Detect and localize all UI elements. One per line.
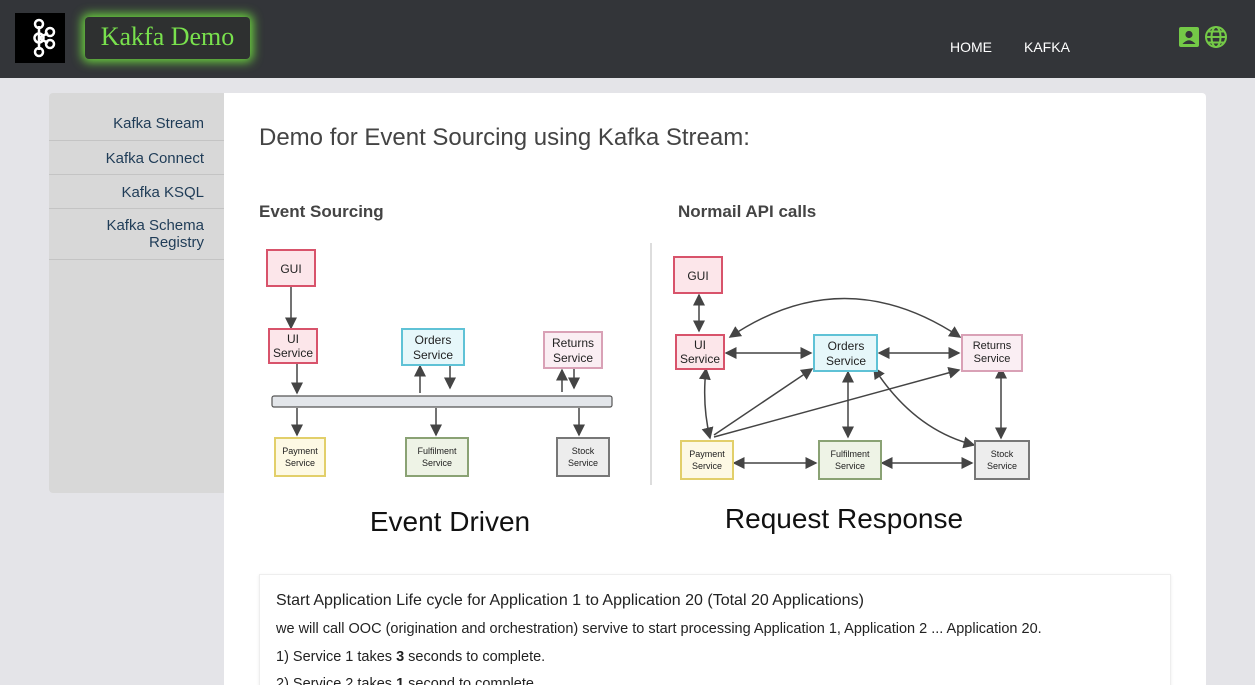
brand-title: Kakfa Demo (100, 22, 235, 51)
info-panel: Start Application Life cycle for Applica… (259, 574, 1171, 685)
diagram-caption-event-driven: Event Driven (370, 506, 530, 537)
sidebar: Kafka Stream Kafka Connect Kafka KSQL Ka… (49, 93, 224, 493)
event-driven-diagram: GUI UI Service Orders Service Returns Se… (266, 249, 613, 537)
diagram-label: Service (987, 461, 1017, 471)
info-heading: Start Application Life cycle for Applica… (276, 592, 864, 609)
diagram-label: Fulfilment (830, 449, 870, 459)
top-navbar: Kakfa Demo HOME KAFKA (0, 0, 1255, 78)
diagram-caption-request-response: Request Response (725, 503, 963, 534)
request-response-diagram: GUI UI Service Orders Service Returns Se… (673, 256, 1030, 534)
section-title-normal-api: Normail API calls (678, 202, 817, 221)
diagram-label: UI (287, 332, 299, 346)
diagram-label: Service (422, 458, 452, 468)
kafka-logo-icon[interactable] (15, 13, 65, 63)
diagram-label: GUI (280, 262, 301, 276)
diagram-label: Payment (689, 449, 725, 459)
diagram-label: Returns (552, 336, 594, 350)
diagram-label: Service (974, 353, 1011, 365)
sidebar-item-kafka-stream[interactable]: Kafka Stream (49, 93, 224, 141)
main-content: Demo for Event Sourcing using Kafka Stre… (224, 93, 1206, 685)
diagram-label: Orders (415, 333, 452, 347)
nav-home-link[interactable]: HOME (950, 39, 992, 55)
diagram-label: Service (273, 346, 313, 360)
diagram-label: Service (285, 458, 315, 468)
diagram-label: GUI (687, 269, 708, 283)
diagram-label: Service (835, 461, 865, 471)
nav-kafka-link[interactable]: KAFKA (1024, 39, 1070, 55)
sidebar-item-kafka-connect[interactable]: Kafka Connect (49, 141, 224, 175)
info-line: 2) Service 2 takes 1 second to complete. (276, 676, 538, 685)
architecture-diagram: GUI UI Service Orders Service Returns Se… (266, 243, 1030, 537)
diagram-label: Stock (572, 446, 595, 456)
diagram-label: UI (694, 338, 706, 352)
diagram-label: Fulfilment (417, 446, 457, 456)
diagram-label: Service (680, 352, 720, 366)
diagram-label: Service (413, 348, 453, 362)
diagram-label: Service (826, 354, 866, 368)
info-line: we will call OOC (origination and orches… (276, 621, 1042, 637)
globe-icon[interactable] (1204, 25, 1228, 49)
diagram-label: Returns (973, 340, 1012, 352)
diagram-label: Orders (828, 339, 865, 353)
brand-logo[interactable]: Kakfa Demo (85, 17, 250, 59)
page-title: Demo for Event Sourcing using Kafka Stre… (259, 124, 750, 151)
info-line: 1) Service 1 takes 3 seconds to complete… (276, 649, 546, 665)
sidebar-item-kafka-ksql[interactable]: Kafka KSQL (49, 175, 224, 209)
diagram-label: Payment (282, 446, 318, 456)
diagram-label: Service (692, 461, 722, 471)
diagram-label: Service (568, 458, 598, 468)
diagram-label: Stock (991, 449, 1014, 459)
diagram-label: Service (553, 351, 593, 365)
section-title-event-sourcing: Event Sourcing (259, 202, 384, 221)
contact-card-icon[interactable] (1177, 25, 1201, 49)
sidebar-item-kafka-schema-registry[interactable]: Kafka Schema Registry (49, 209, 224, 260)
